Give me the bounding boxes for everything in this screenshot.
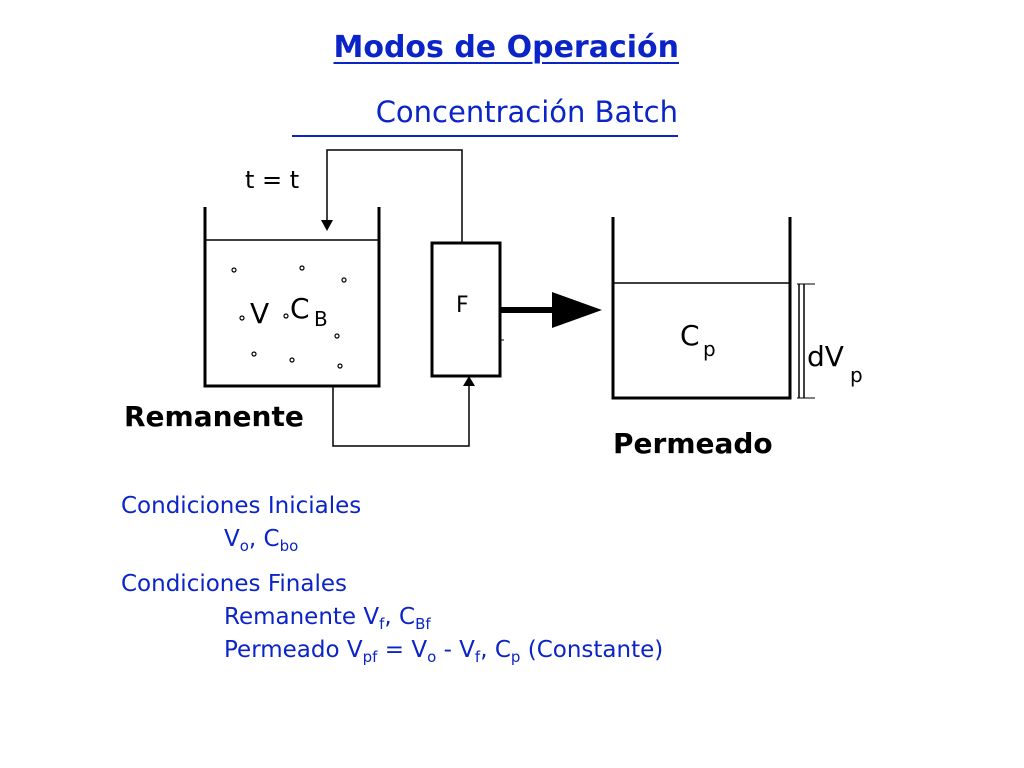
time-label: t = t	[245, 166, 299, 194]
permeate-label: Permeado	[613, 427, 773, 460]
concentration-label: C	[290, 292, 310, 325]
initial-conditions-values: Vo, Cbo	[224, 526, 299, 555]
volume-differential-bracket: dV p	[797, 283, 863, 399]
differential-volume-subscript: p	[850, 363, 863, 387]
feed-line	[332, 376, 475, 447]
differential-volume-label: dV	[807, 340, 844, 373]
permeate-flow-arrow	[500, 292, 602, 328]
permeate-tank: C p	[611, 217, 792, 400]
permeate-concentration-subscript: p	[703, 337, 716, 361]
final-permeate-values: Permeado Vpf = Vo - Vf, Cp (Constante)	[224, 637, 664, 666]
conditions-block: Condiciones Iniciales Vo, Cbo Condicione…	[121, 490, 663, 667]
filter-label: F	[456, 293, 469, 318]
subtitle-underline: Concentración Batch	[292, 95, 678, 137]
permeate-concentration-label: C	[680, 319, 700, 352]
final-retentate-values: Remanente Vf, CBf	[224, 604, 431, 633]
initial-conditions-heading: Condiciones Iniciales	[121, 493, 362, 519]
slide-title: Modos de Operación	[333, 30, 679, 65]
filter-unit: F	[430, 241, 504, 378]
recycle-line	[321, 149, 463, 243]
concentration-subscript: B	[314, 307, 328, 331]
final-conditions-heading: Condiciones Finales	[121, 571, 347, 597]
retentate-tank: V C B	[203, 207, 381, 388]
particles	[231, 265, 347, 369]
slide-subtitle: Concentración Batch	[375, 95, 678, 129]
retentate-label: Remanente	[124, 400, 304, 433]
volume-label: V	[250, 297, 269, 330]
